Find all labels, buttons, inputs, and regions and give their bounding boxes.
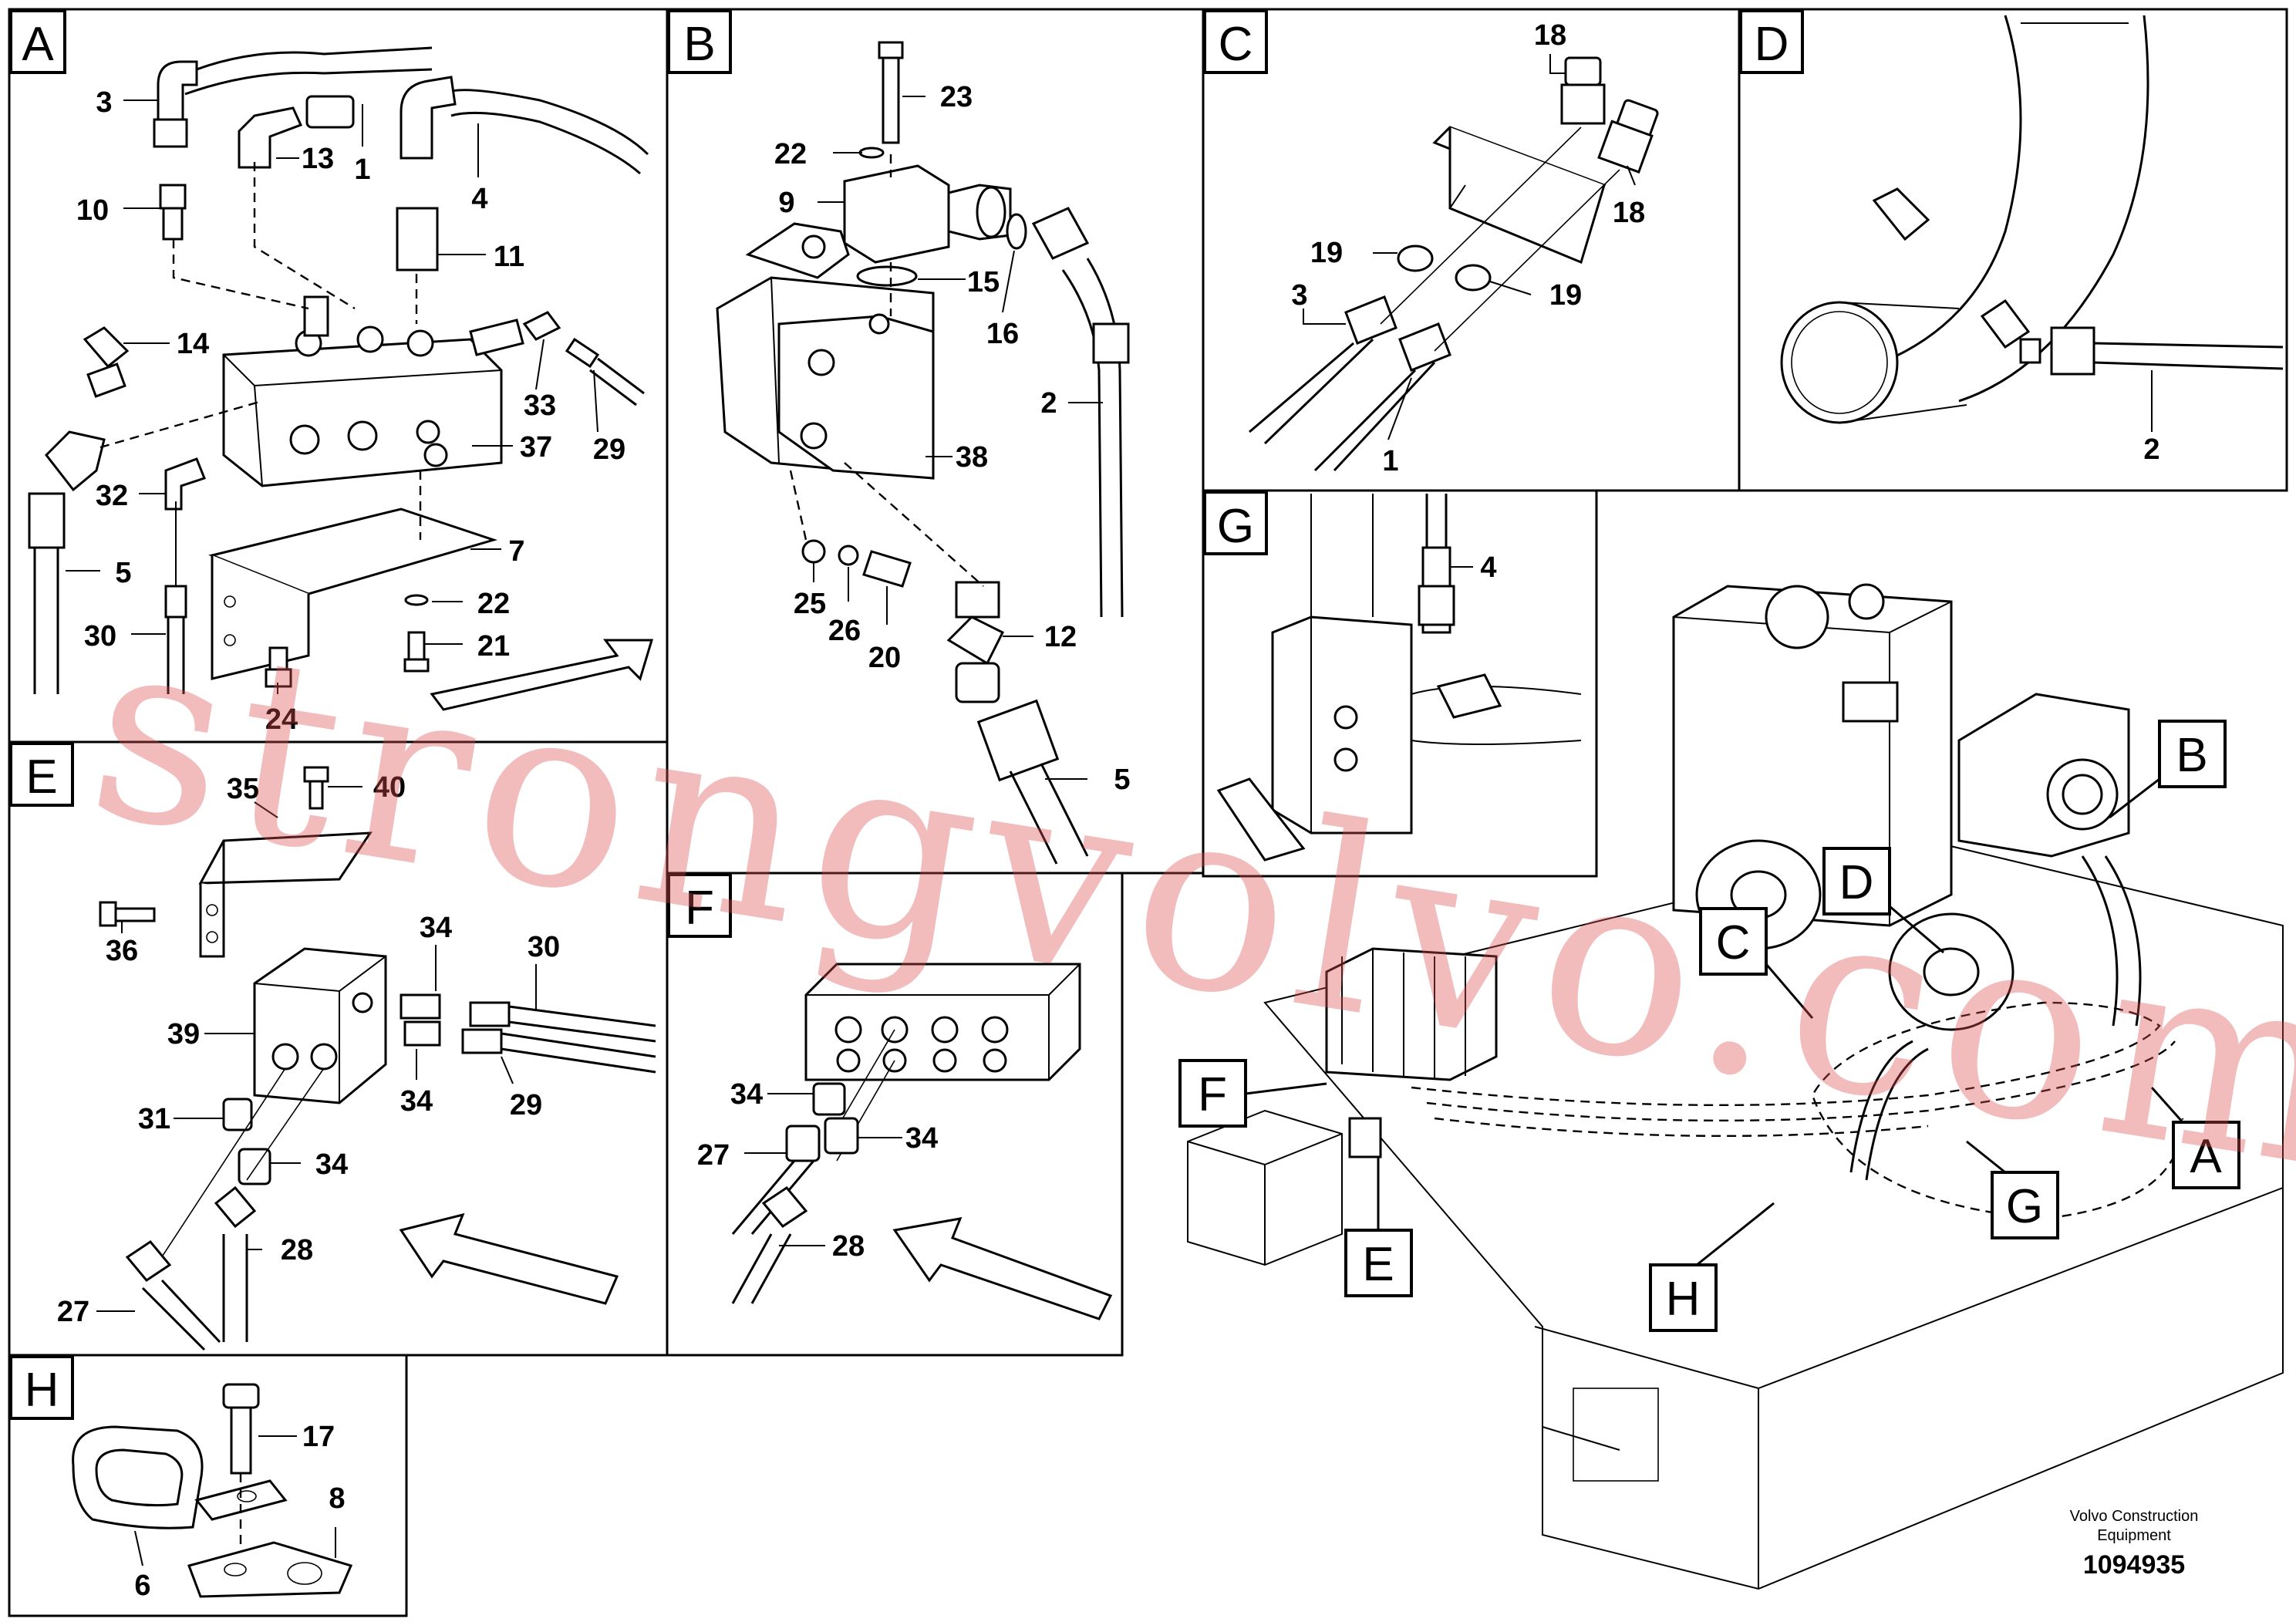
svg-text:E: E: [1362, 1238, 1394, 1291]
callout-a-32: 32: [96, 480, 128, 512]
callout-a-3: 3: [96, 86, 112, 119]
panel-e: E: [8, 740, 669, 1357]
callout-a-24: 24: [265, 703, 298, 736]
overview-marker-g: G: [1966, 1140, 2059, 1239]
callout-e-35: 35: [227, 773, 259, 805]
overview-drawing: B D C F E H G: [1178, 583, 2284, 1590]
callout-e-28: 28: [281, 1234, 313, 1266]
callout-b-20: 20: [868, 642, 901, 674]
callout-f-28: 28: [832, 1230, 865, 1263]
callout-b-23: 23: [940, 81, 973, 113]
panel-a: A: [8, 8, 669, 744]
callout-h-8: 8: [329, 1482, 345, 1515]
callout-a-7: 7: [508, 535, 524, 568]
callout-c-18b: 18: [1613, 197, 1645, 229]
callout-b-38: 38: [956, 441, 988, 474]
callout-f-34b: 34: [905, 1122, 938, 1155]
callout-a-22: 22: [477, 588, 510, 620]
callout-e-34a: 34: [420, 912, 452, 944]
callout-a-21: 21: [477, 630, 510, 663]
callout-a-11: 11: [494, 241, 524, 273]
overview-marker-c: C: [1699, 907, 1814, 1019]
callout-b-15: 15: [967, 266, 1000, 298]
callout-e-29: 29: [510, 1089, 542, 1121]
overview-marker-f: F: [1178, 1059, 1327, 1128]
callout-b-2: 2: [1040, 387, 1057, 420]
callout-a-4: 4: [471, 183, 487, 215]
overview-marker-b: B: [2109, 720, 2227, 819]
overview-marker-a: A: [2150, 1087, 2240, 1189]
callout-e-39: 39: [167, 1018, 200, 1050]
svg-text:B: B: [2176, 729, 2207, 782]
overview-marker-h: H: [1649, 1202, 1775, 1332]
panel-d: D 2: [1738, 8, 2288, 492]
callout-b-25: 25: [794, 588, 826, 620]
callout-c-19a: 19: [1310, 237, 1343, 269]
callout-a-33: 33: [524, 389, 556, 422]
callout-e-34c: 34: [315, 1148, 348, 1181]
callout-a-29: 29: [593, 433, 625, 466]
callout-c-1: 1: [1382, 445, 1398, 477]
overview-marker-d: D: [1822, 847, 1944, 954]
panel-g-letter: G: [1217, 500, 1254, 553]
panel-d-letter: D: [1755, 18, 1789, 71]
svg-text:G: G: [2006, 1180, 2043, 1233]
callout-b-9: 9: [778, 187, 794, 219]
callout-e-40: 40: [373, 771, 406, 804]
callout-b-5: 5: [1114, 764, 1130, 796]
svg-text:D: D: [1839, 856, 1874, 909]
publisher-name: Volvo Construction: [2070, 1508, 2199, 1525]
callout-h-6: 6: [134, 1570, 150, 1602]
svg-text:C: C: [1716, 916, 1751, 969]
callout-e-27: 27: [57, 1296, 89, 1328]
panel-c-letter: C: [1219, 18, 1253, 71]
panel-f: F 34 27 34 28: [666, 872, 1124, 1357]
panel-e-letter: E: [25, 750, 57, 804]
callout-a-30: 30: [84, 620, 116, 653]
callout-a-10: 10: [76, 194, 109, 227]
callout-c-3: 3: [1291, 279, 1307, 312]
callout-e-31: 31: [138, 1103, 170, 1135]
callout-a-14: 14: [177, 328, 209, 360]
panel-h: H 17 8 6: [8, 1354, 408, 1617]
svg-text:A: A: [2190, 1130, 2222, 1183]
callout-b-26: 26: [828, 615, 861, 647]
callout-b-12: 12: [1044, 621, 1077, 653]
callout-a-1: 1: [354, 153, 370, 186]
callout-c-18a: 18: [1534, 19, 1566, 52]
callout-c-19b: 19: [1549, 279, 1582, 312]
callout-g-4: 4: [1480, 551, 1496, 584]
panel-h-letter: H: [25, 1364, 59, 1417]
callout-f-27: 27: [697, 1139, 730, 1172]
overview-marker-e: E: [1344, 1157, 1413, 1297]
panel-c: C 18 18 19 19 3 1: [1202, 8, 1741, 492]
panel-b-letter: B: [683, 18, 715, 71]
callout-e-36: 36: [106, 935, 138, 967]
callout-a-5: 5: [115, 557, 131, 589]
callout-b-16: 16: [986, 318, 1019, 350]
publisher-name-line2: Equipment: [2097, 1527, 2171, 1544]
svg-text:H: H: [1666, 1273, 1701, 1326]
footer: Volvo Construction Equipment 1094935: [2070, 1508, 2199, 1580]
callout-e-30: 30: [528, 931, 560, 963]
callout-e-34b: 34: [400, 1085, 433, 1118]
panel-b: B: [666, 8, 1205, 875]
callout-a-13: 13: [302, 143, 334, 175]
callout-h-17: 17: [302, 1421, 335, 1453]
svg-text:F: F: [1198, 1068, 1227, 1121]
panel-f-letter: F: [685, 882, 714, 935]
panel-g: G 4: [1202, 489, 1598, 878]
callout-b-22: 22: [774, 138, 807, 170]
panel-a-letter: A: [22, 18, 54, 71]
callout-d-2: 2: [2143, 433, 2159, 466]
callout-a-37: 37: [520, 431, 552, 464]
drawing-number: 1094935: [2083, 1550, 2185, 1580]
callout-f-34a: 34: [730, 1078, 763, 1111]
